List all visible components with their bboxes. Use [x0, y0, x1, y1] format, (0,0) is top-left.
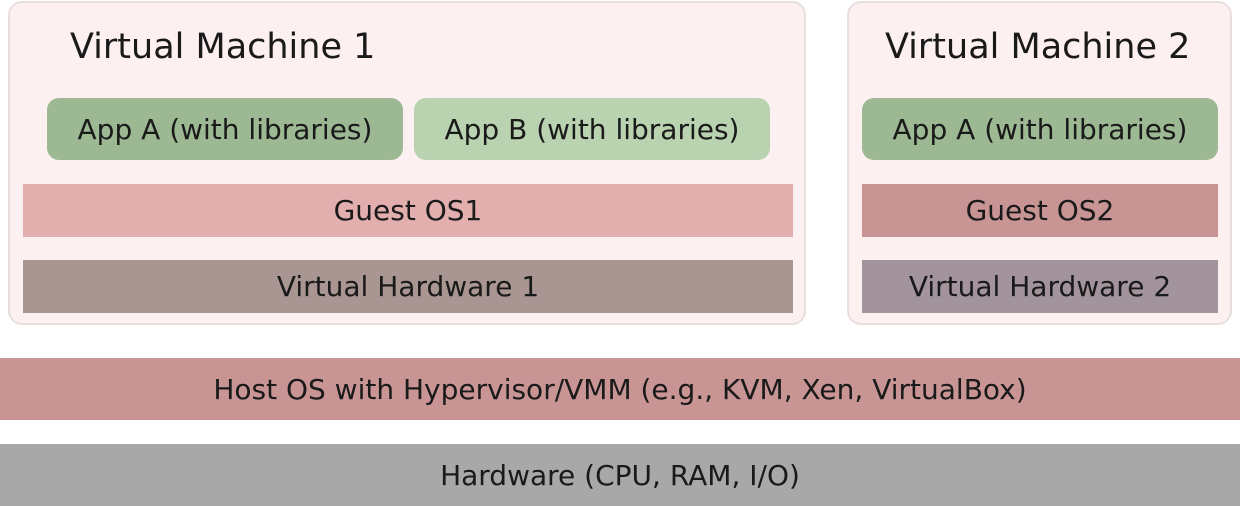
app-b-box: App B (with libraries)	[414, 98, 770, 160]
virtual-hardware-layer: Virtual Hardware 1	[23, 260, 793, 313]
app-a-box: App A (with libraries)	[862, 98, 1218, 160]
host-os-layer: Host OS with Hypervisor/VMM (e.g., KVM, …	[0, 358, 1240, 420]
guest-os-layer: Guest OS2	[862, 184, 1218, 237]
virtual-machine-2: Virtual Machine 2 App A (with libraries)…	[847, 1, 1232, 325]
app-a-box: App A (with libraries)	[47, 98, 403, 160]
guest-os-layer: Guest OS1	[23, 184, 793, 237]
hardware-layer: Hardware (CPU, RAM, I/O)	[0, 444, 1240, 506]
virtual-machine-1: Virtual Machine 1 App A (with libraries)…	[8, 1, 806, 325]
virtual-hardware-layer: Virtual Hardware 2	[862, 260, 1218, 313]
vm-title: Virtual Machine 2	[885, 27, 1191, 67]
vm-title: Virtual Machine 1	[70, 27, 376, 67]
